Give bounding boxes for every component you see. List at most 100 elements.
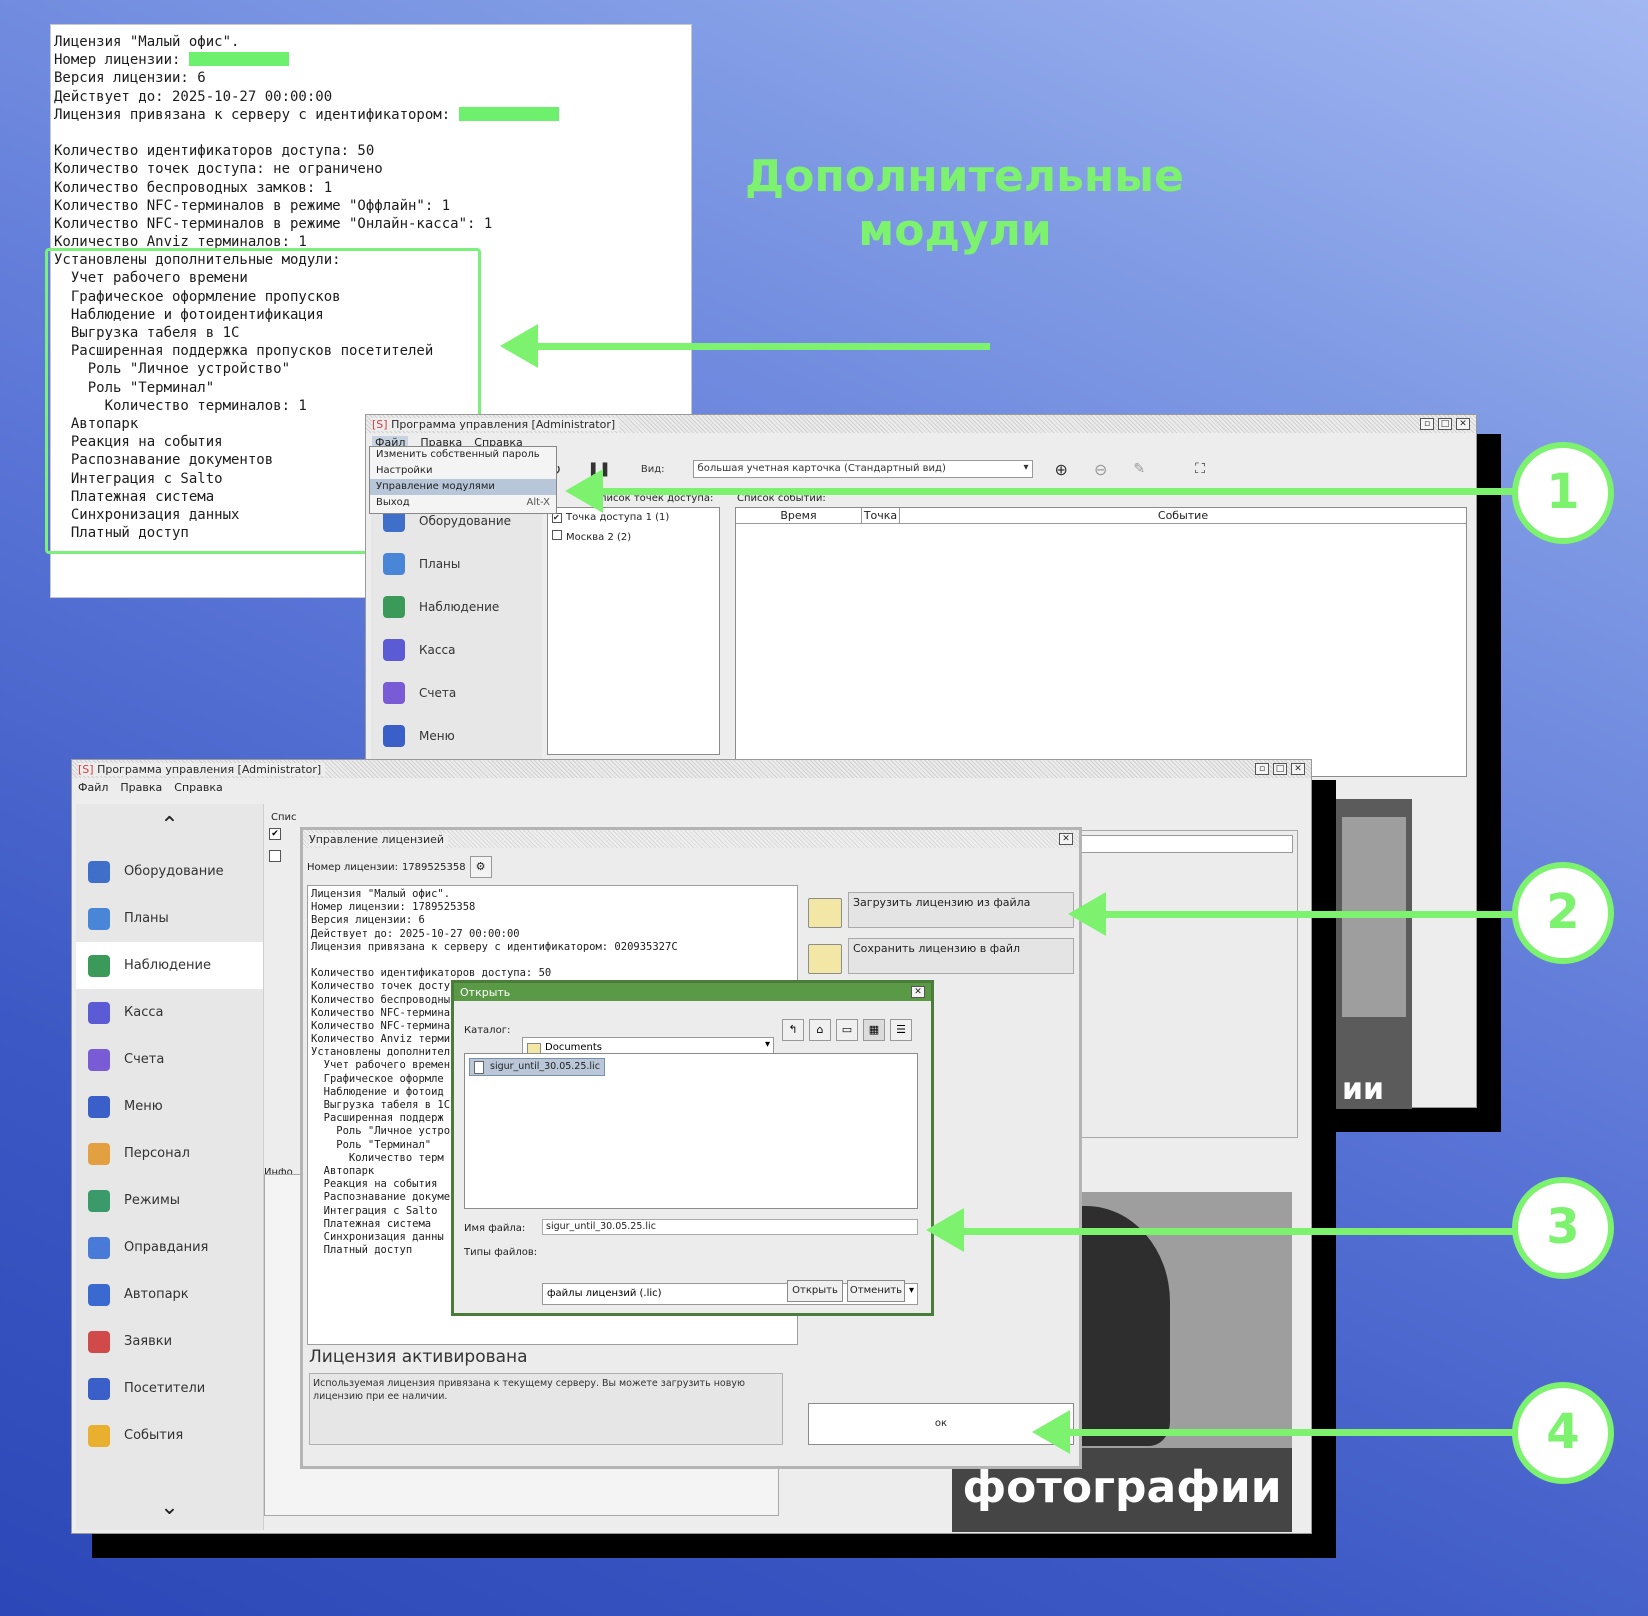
tree-item[interactable]: ✔Точка доступа 1 (1) xyxy=(552,512,670,523)
cancel-button[interactable]: Отменить xyxy=(847,1280,905,1302)
sidebar-item[interactable]: Оборудование xyxy=(76,848,263,895)
sidebar-item[interactable]: Меню xyxy=(371,714,542,757)
sidebar-item-label: Режимы xyxy=(124,1193,181,1208)
accounts-icon xyxy=(383,681,405,704)
license-line: Количество терминалов: 1 xyxy=(54,397,307,414)
sidebar-item[interactable]: Режимы xyxy=(76,1177,263,1224)
file-menu-item[interactable]: Изменить собственный пароль xyxy=(376,449,540,460)
sidebar-item[interactable]: Счета xyxy=(76,1036,263,1083)
file-menu-item[interactable]: Управление модулями xyxy=(370,479,556,495)
sidebar-item[interactable]: Счета xyxy=(371,671,542,714)
zoom-in-icon[interactable]: ⊕ xyxy=(1054,459,1068,479)
close-icon[interactable]: ✕ xyxy=(1456,418,1470,430)
maximize-icon[interactable]: □ xyxy=(1438,418,1452,430)
license-line: Количество беспроводных замков: 1 xyxy=(54,179,333,196)
sidebar-item[interactable]: Оборудование xyxy=(371,511,542,542)
column-time[interactable]: Время xyxy=(736,508,862,523)
fullscreen-icon[interactable]: ⛶ xyxy=(1195,461,1205,477)
file-menu-item[interactable]: Настройки xyxy=(376,465,433,476)
file-types-label: Типы файлов: xyxy=(464,1247,538,1258)
sidebar-item[interactable]: Наблюдение xyxy=(76,942,263,989)
sidebar-item[interactable]: Автопарк xyxy=(76,1271,263,1318)
ok-button[interactable]: ок xyxy=(808,1403,1074,1445)
window-back-menubar: Файл Правка Справка xyxy=(366,433,1476,451)
copy-icon[interactable]: ⚙ xyxy=(469,856,492,878)
column-point[interactable]: Точка xyxy=(862,508,900,523)
menu-icon xyxy=(88,1095,110,1118)
license-detail-line: Автопарк xyxy=(311,1164,375,1177)
open-button[interactable]: Открыть xyxy=(787,1280,843,1302)
menu-help[interactable]: Справка xyxy=(174,780,223,794)
column-event[interactable]: Событие xyxy=(1157,509,1209,522)
sidebar-item-label: Счета xyxy=(124,1052,165,1067)
sidebar-item[interactable]: Заявки xyxy=(76,1318,263,1365)
sidebar-item[interactable]: Персонал xyxy=(76,1130,263,1177)
window-front-titlebar[interactable]: [S] Программа управления [Administrator]… xyxy=(72,760,1311,778)
zoom-out-icon[interactable]: ⊖ xyxy=(1093,459,1108,479)
save-license-button[interactable]: Сохранить лицензию в файл xyxy=(848,938,1074,974)
license-detail-line: Лицензия "Малый офис". xyxy=(311,888,451,900)
license-detail-line: Реакция на события xyxy=(311,1178,438,1191)
file-item[interactable]: sigur_until_30.05.25.lic xyxy=(469,1058,605,1076)
list-view-icon[interactable]: ▦ xyxy=(863,1019,885,1041)
up-folder-icon[interactable]: ↰ xyxy=(782,1019,804,1041)
license-detail-line: Версия лицензии: 6 xyxy=(311,914,425,927)
details-view-icon[interactable]: ☰ xyxy=(890,1019,912,1041)
sidebar-item[interactable]: Касса xyxy=(371,628,542,671)
license-line: Учет рабочего времени xyxy=(54,270,248,287)
scroll-down-icon[interactable]: ⌄ xyxy=(160,1495,179,1520)
accounts-icon xyxy=(88,1048,110,1071)
sidebar-item[interactable]: Оправдания xyxy=(76,1224,263,1271)
view-select[interactable]: большая учетная карточка (Стандартный ви… xyxy=(692,460,1033,478)
close-icon[interactable]: ✕ xyxy=(911,986,925,998)
filename-input[interactable]: sigur_until_30.05.25.lic xyxy=(542,1219,918,1235)
sidebar-item[interactable]: Посетители xyxy=(76,1365,263,1412)
menu-edit[interactable]: Правка xyxy=(120,780,163,794)
sidebar-item[interactable]: События xyxy=(76,1412,263,1459)
close-icon[interactable]: ✕ xyxy=(1059,833,1073,845)
license-detail-line: Количество беспроводны xyxy=(311,993,451,1006)
sidebar-item[interactable]: Касса xyxy=(76,989,263,1036)
sidebar-item-label: Автопарк xyxy=(124,1287,189,1302)
modules-highlight-box xyxy=(45,248,481,554)
minimize-icon[interactable]: ▫ xyxy=(1420,418,1434,430)
minimize-icon[interactable]: ▫ xyxy=(1255,763,1269,775)
license-line: Количество Anviz терминалов: 1 xyxy=(54,234,307,251)
open-dialog-titlebar[interactable]: Открыть ✕ xyxy=(454,983,931,1001)
sidebar-item-label: Счета xyxy=(419,685,457,700)
close-icon[interactable]: ✕ xyxy=(1291,763,1305,775)
load-license-button[interactable]: Загрузить лицензию из файла xyxy=(848,892,1074,928)
sidebar-item-label: Касса xyxy=(419,642,456,657)
tree-item[interactable]: Москва 2 (2) xyxy=(552,530,715,548)
sidebar-item-label: Оборудование xyxy=(124,864,224,879)
menu-edit[interactable]: Правка xyxy=(420,435,463,449)
home-icon[interactable]: ⌂ xyxy=(809,1019,831,1041)
edit-icon[interactable]: ✎ xyxy=(1133,461,1146,477)
window-back-titlebar[interactable]: [S] Программа управления [Administrator]… xyxy=(366,415,1476,433)
arrow-4-head xyxy=(1032,1410,1070,1454)
maximize-icon[interactable]: □ xyxy=(1273,763,1287,775)
sidebar-item[interactable]: Меню xyxy=(76,1083,263,1130)
scroll-up-icon[interactable]: ⌃ xyxy=(160,813,179,838)
arrow-modules-head xyxy=(500,324,538,368)
license-line: Выгрузка табеля в 1С xyxy=(54,325,240,341)
access-points-tree: Список точек доступа: ✔Точка доступа 1 (… xyxy=(547,493,720,755)
sidebar-item-label: Заявки xyxy=(124,1334,173,1349)
list-checkbox[interactable]: ✔ xyxy=(269,828,281,840)
sidebar-item[interactable]: Планы xyxy=(371,542,542,585)
license-detail-line: Синхронизация данны xyxy=(311,1230,444,1243)
license-dialog-titlebar[interactable]: Управление лицензией ✕ xyxy=(303,830,1079,848)
sidebar-item[interactable]: Наблюдение xyxy=(371,585,542,628)
menu-file[interactable]: Файл xyxy=(372,435,409,449)
license-detail-line: Лицензия привязана к серверу с идентифик… xyxy=(311,940,678,953)
new-folder-icon[interactable]: ▭ xyxy=(836,1019,858,1041)
license-dialog-title: Управление лицензией xyxy=(309,832,449,846)
sidebar-item[interactable]: Планы xyxy=(76,895,263,942)
menu-help[interactable]: Справка xyxy=(474,435,523,449)
menu-file[interactable]: Файл xyxy=(78,780,109,794)
license-detail-line: Учет рабочего времени xyxy=(311,1059,457,1072)
sidebar-item-label: Меню xyxy=(124,1099,163,1114)
license-line: Графическое оформление пропусков xyxy=(54,288,341,305)
list-checkbox[interactable] xyxy=(269,850,281,862)
